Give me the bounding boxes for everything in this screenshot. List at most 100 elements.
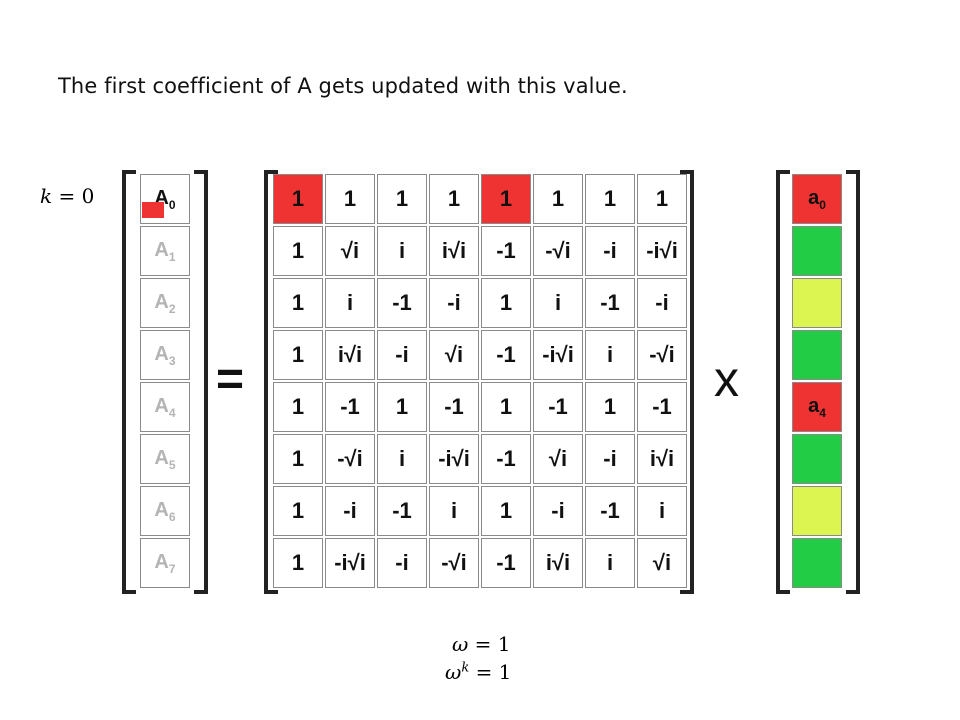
matrix-cell: -1 [377, 486, 427, 536]
matrix-cell: 1 [585, 382, 635, 432]
matrix-right-bracket [680, 170, 694, 594]
A-coefficient-label: A4 [154, 394, 176, 420]
caption-text: The first coefficient of A gets updated … [58, 74, 628, 98]
matrix-cell: -i [325, 486, 375, 536]
matrix-cell: i [429, 486, 479, 536]
matrix-cell: -i [637, 278, 687, 328]
A-coefficient-label: A5 [154, 446, 176, 472]
A-coefficient-label: A2 [154, 290, 176, 316]
matrix-cell: -1 [637, 382, 687, 432]
matrix-cell: i√i [637, 434, 687, 484]
A-coefficient-label: A7 [154, 550, 176, 576]
matrix-cell: i [325, 278, 375, 328]
matrix-cell: -i [377, 330, 427, 380]
a-sample-cell [792, 434, 842, 484]
matrix-cell: -i [429, 278, 479, 328]
matrix-cell: -√i [637, 330, 687, 380]
matrix-cell: i [585, 330, 635, 380]
matrix-cell: √i [637, 538, 687, 588]
A-coefficient-cell: A0 [140, 174, 190, 224]
matrix-cell: 1 [585, 174, 635, 224]
matrix-cell: 1 [273, 382, 323, 432]
matrix-cell: i√i [533, 538, 583, 588]
matrix-cell: -i [533, 486, 583, 536]
A-left-bracket [122, 170, 136, 594]
matrix-cell: 1 [429, 174, 479, 224]
matrix-cell: -√i [429, 538, 479, 588]
A-coefficient-cell: A2 [140, 278, 190, 328]
k-equation: k = 0 [40, 184, 95, 208]
a-sample-cell: a4 [792, 382, 842, 432]
update-marker [142, 202, 164, 218]
matrix-cell: -i√i [325, 538, 375, 588]
a-sample-cell: a0 [792, 174, 842, 224]
matrix-cell: 1 [377, 174, 427, 224]
matrix-cell: i [585, 538, 635, 588]
matrix-cell: -1 [377, 278, 427, 328]
matrix-cell: 1 [377, 382, 427, 432]
matrix-cell: 1 [273, 538, 323, 588]
matrix-cell: -√i [533, 226, 583, 276]
matrix-cell: -1 [429, 382, 479, 432]
matrix-cell: i [377, 226, 427, 276]
A-coefficient-cell: A7 [140, 538, 190, 588]
matrix-cell: -1 [585, 278, 635, 328]
matrix-cell: -i [585, 226, 635, 276]
matrix-cell: i [533, 278, 583, 328]
matrix-cell: -1 [585, 486, 635, 536]
matrix-cell: -1 [481, 226, 531, 276]
matrix-cell: 1 [533, 174, 583, 224]
matrix-cell: -1 [481, 538, 531, 588]
matrix-cell: 1 [481, 382, 531, 432]
matrix-cell: -1 [481, 434, 531, 484]
A-coefficient-label: A1 [154, 238, 176, 264]
times-sign: x [714, 351, 739, 407]
matrix-cell: 1 [273, 434, 323, 484]
matrix-cell: 1 [637, 174, 687, 224]
a-sample-cell [792, 278, 842, 328]
matrix-cell: -i√i [429, 434, 479, 484]
matrix-cell: 1 [325, 174, 375, 224]
matrix-cell: √i [533, 434, 583, 484]
matrix-cell: -1 [481, 330, 531, 380]
matrix-left-bracket [264, 170, 278, 594]
matrix-cell: 1 [481, 278, 531, 328]
matrix-cell: √i [429, 330, 479, 380]
matrix-cell: i√i [325, 330, 375, 380]
a-sample-label: a4 [808, 394, 826, 420]
matrix-cell: -i√i [533, 330, 583, 380]
matrix-cell: -i [585, 434, 635, 484]
a-sample-cell [792, 486, 842, 536]
matrix-cell: 1 [273, 486, 323, 536]
a-sample-cell [792, 538, 842, 588]
a-sample-cell [792, 330, 842, 380]
omega-equation: ω = 1 [452, 632, 511, 656]
A-coefficient-cell: A6 [140, 486, 190, 536]
matrix-cell: -√i [325, 434, 375, 484]
equals-sign: = [216, 353, 245, 406]
matrix-cell: -i√i [637, 226, 687, 276]
A-coefficient-cell: A1 [140, 226, 190, 276]
matrix-cell: -1 [325, 382, 375, 432]
A-coefficient-label: A6 [154, 498, 176, 524]
matrix-cell: i [637, 486, 687, 536]
matrix-cell: 1 [481, 174, 531, 224]
matrix-cell: 1 [273, 330, 323, 380]
A-coefficient-label: A3 [154, 342, 176, 368]
matrix-cell: 1 [273, 278, 323, 328]
matrix-cell: 1 [273, 226, 323, 276]
matrix-cell: √i [325, 226, 375, 276]
A-coefficient-cell: A4 [140, 382, 190, 432]
A-coefficient-cell: A3 [140, 330, 190, 380]
matrix-cell: i [377, 434, 427, 484]
matrix-cell: 1 [273, 174, 323, 224]
matrix-cell: i√i [429, 226, 479, 276]
a-sample-cell [792, 226, 842, 276]
a-right-bracket [846, 170, 860, 594]
a-sample-label: a0 [808, 186, 826, 212]
a-left-bracket [776, 170, 790, 594]
matrix-cell: -i [377, 538, 427, 588]
A-coefficient-cell: A5 [140, 434, 190, 484]
matrix-cell: -1 [533, 382, 583, 432]
omega-k-equation: ωk = 1 [445, 660, 512, 684]
